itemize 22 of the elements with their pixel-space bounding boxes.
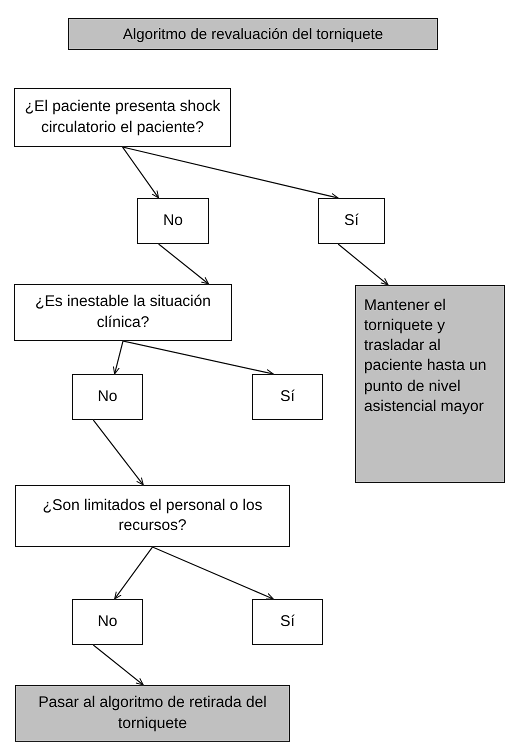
arrow [92,420,144,486]
answer-box: No [72,599,143,645]
arrow [152,546,274,600]
decision-box: ¿Son limitados el personal o los recursos? [15,485,290,547]
arrow [158,244,210,284]
arrow [122,146,339,200]
arrow [122,146,160,198]
title-banner: Algoritmo de revaluación del torniquete [68,18,438,50]
answer-box: Sí [252,599,323,645]
result-box: Pasar al algoritmo de retirada del torniquete [15,685,290,742]
decision-box: ¿Es inestable la situación clínica? [14,284,232,341]
answer-box: Sí [318,198,385,244]
answer-box: Sí [252,374,323,420]
decision-box: ¿El paciente presenta shock circulatorio el paciente? [14,88,231,147]
answer-box: No [72,374,143,420]
arrow [112,340,124,374]
arrow [114,546,153,600]
arrow [92,644,144,686]
arrow [338,244,389,286]
answer-box: No [137,198,209,244]
arrow [122,340,274,376]
result-box: Mantener el torniquete y trasladar al paciente hasta un punto de nivel asistencial mayor [355,285,505,483]
